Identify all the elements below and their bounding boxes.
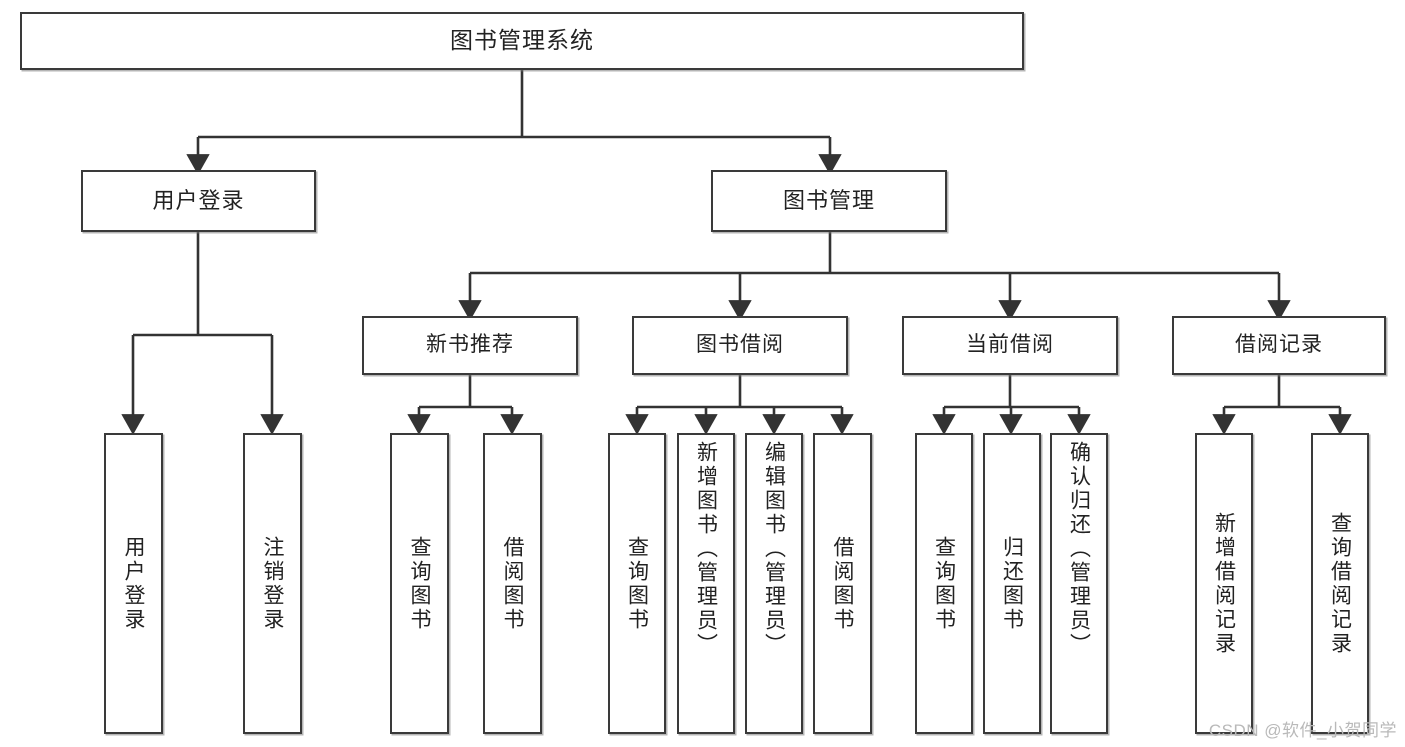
node-user-login-label: 用户登录 — [152, 188, 245, 214]
leaf-borrowrecord-add-record-label: 新增借阅记录 — [1212, 511, 1236, 656]
node-root-label: 图书管理系统 — [450, 27, 594, 54]
node-borrow-record-label: 借阅记录 — [1235, 333, 1323, 357]
leaf-currentborrow-query-book-label: 查询图书 — [932, 535, 956, 632]
leaf-bookborrow-borrow-book-label: 借阅图书 — [831, 535, 854, 632]
leaf-borrowrecord-query-record-label: 查询借阅记录 — [1328, 511, 1352, 656]
leaf-borrowrecord-query-record[interactable]: 查询借阅记录 — [1311, 433, 1369, 734]
node-user-login[interactable]: 用户登录 — [81, 170, 316, 232]
leaf-logout-label: 注销登录 — [261, 535, 284, 632]
leaf-bookborrow-edit-book-label: 编辑图书（管理员） — [762, 441, 786, 657]
watermark-text: CSDN @软件_小贺同学 — [1208, 721, 1397, 740]
node-book-manage-label: 图书管理 — [782, 188, 875, 214]
node-book-borrow[interactable]: 图书借阅 — [632, 316, 848, 375]
leaf-newbook-borrow-book-label: 借阅图书 — [501, 535, 524, 632]
leaf-user-login[interactable]: 用户登录 — [104, 433, 163, 734]
leaf-newbook-borrow-book[interactable]: 借阅图书 — [483, 433, 542, 734]
leaf-user-login-label: 用户登录 — [122, 535, 145, 632]
node-book-borrow-label: 图书借阅 — [696, 333, 784, 357]
leaf-bookborrow-add-book-label: 新增图书（管理员） — [694, 441, 718, 657]
node-new-book-recommend[interactable]: 新书推荐 — [362, 316, 578, 375]
leaf-bookborrow-query-book-label: 查询图书 — [625, 535, 649, 632]
node-current-borrow[interactable]: 当前借阅 — [902, 316, 1118, 375]
leaf-bookborrow-edit-book[interactable]: 编辑图书（管理员） — [745, 433, 803, 734]
leaf-bookborrow-add-book[interactable]: 新增图书（管理员） — [677, 433, 735, 734]
node-borrow-record[interactable]: 借阅记录 — [1172, 316, 1386, 375]
leaf-currentborrow-return-book[interactable]: 归还图书 — [983, 433, 1041, 734]
node-root[interactable]: 图书管理系统 — [20, 12, 1024, 70]
node-book-manage[interactable]: 图书管理 — [711, 170, 947, 232]
leaf-newbook-query-book[interactable]: 查询图书 — [390, 433, 449, 734]
leaf-currentborrow-confirm-return[interactable]: 确认归还（管理员） — [1050, 433, 1108, 734]
leaf-newbook-query-book-label: 查询图书 — [408, 535, 431, 632]
node-current-borrow-label: 当前借阅 — [966, 333, 1054, 357]
leaf-logout[interactable]: 注销登录 — [243, 433, 302, 734]
leaf-currentborrow-return-book-label: 归还图书 — [1000, 535, 1024, 632]
leaf-bookborrow-query-book[interactable]: 查询图书 — [608, 433, 666, 734]
leaf-bookborrow-borrow-book[interactable]: 借阅图书 — [813, 433, 872, 734]
leaf-currentborrow-confirm-return-label: 确认归还（管理员） — [1067, 441, 1091, 657]
leaf-currentborrow-query-book[interactable]: 查询图书 — [915, 433, 973, 734]
node-new-book-recommend-label: 新书推荐 — [426, 333, 514, 357]
leaf-borrowrecord-add-record[interactable]: 新增借阅记录 — [1195, 433, 1253, 734]
